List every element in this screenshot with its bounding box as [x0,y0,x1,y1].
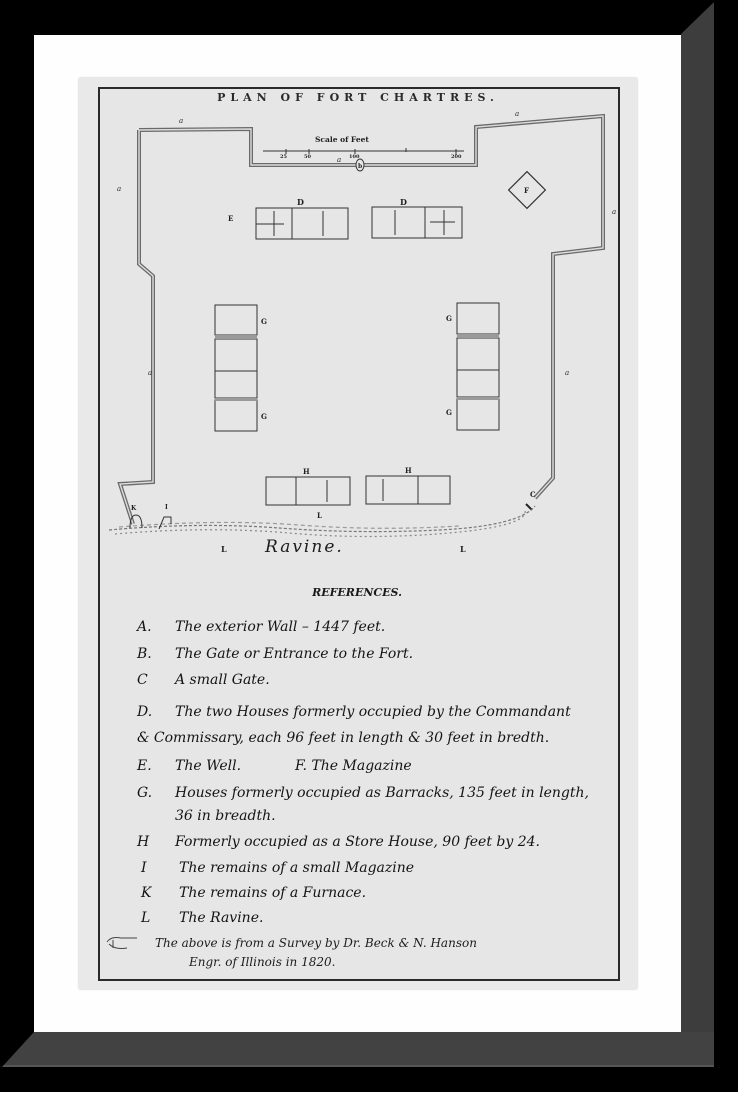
reference-item-continued: & Commissary, each 96 feet in length & 3… [137,730,550,746]
svg-text:50: 50 [304,154,311,160]
survey-note-line1: The above is from a Survey by Dr. Beck &… [155,936,477,950]
references-heading: REFERENCES. [312,586,402,599]
svg-text:L: L [317,511,322,520]
ravine-ground [108,505,536,538]
svg-text:b: b [358,163,362,170]
well-label: E [228,214,233,223]
barracks-G-left [214,304,258,432]
house-D-left [255,207,349,240]
scale-label: Scale of Feet [315,135,369,144]
svg-text:a: a [565,369,569,377]
furnace-K [129,514,143,529]
map-title: PLAN OF FORT CHARTRES. [217,91,499,104]
barracks-G-right [456,302,500,431]
wall-label: a [337,156,341,164]
svg-text:G: G [261,412,267,421]
svg-text:100: 100 [349,154,360,160]
store-house-H-right [365,475,451,505]
reference-item-continued: 36 in breadth. [175,808,276,824]
svg-text:L: L [221,544,227,554]
svg-text:F: F [524,186,529,195]
exterior-wall [117,113,605,525]
reference-item: A.The exterior Wall – 1447 feet. [137,619,386,635]
print-paper: b a Scale of Feet 25 50 100 200 a a a a [79,78,637,989]
pointing-hand-icon [106,937,137,949]
svg-text:a: a [117,185,121,193]
reference-item: E.The Well. [137,758,242,774]
ravine-caption: Ravine. [265,537,344,557]
svg-text:D: D [400,197,407,207]
ravine-labels: L L L [221,511,466,554]
barracks-G-right-passages [457,334,499,400]
wall-labels: a a a a a a [117,110,616,377]
store-house-H-left [265,476,351,506]
svg-text:200: 200 [451,154,462,160]
reference-item: B.The Gate or Entrance to the Fort. [137,646,414,662]
svg-text:H: H [303,467,310,476]
reference-item: D.The two Houses formerly occupied by th… [137,704,571,720]
barracks-G-left-passages [215,335,257,401]
svg-text:K: K [131,505,137,512]
fort-plan-drawing: b a Scale of Feet 25 50 100 200 a a a a [106,110,616,949]
svg-text:a: a [148,369,152,377]
svg-text:G: G [261,317,267,326]
svg-text:25: 25 [280,154,287,160]
svg-text:H: H [405,466,412,475]
survey-note-line2: Engr. of Illinois in 1820. [189,955,336,969]
reference-item: G.Houses formerly occupied as Barracks, … [137,785,589,801]
svg-text:a: a [179,117,183,125]
reference-item: F. The Magazine [295,758,412,774]
gate-marker [355,158,365,172]
svg-text:G: G [446,408,452,417]
svg-text:C: C [530,490,536,499]
svg-text:L: L [460,544,466,554]
frame-bevel-bottom [2,1032,714,1067]
frame-bevel-right [681,2,714,1064]
svg-text:G: G [446,314,452,323]
magazine-F: F [507,170,547,210]
small-gate-C: C [525,490,536,511]
house-D-right [371,206,463,239]
scale-bar [263,148,464,155]
print-border [98,87,620,981]
small-magazine-I [158,516,172,530]
svg-text:a: a [515,110,519,118]
mat-board: b a Scale of Feet 25 50 100 200 a a a a [34,35,681,1032]
svg-text:a: a [612,208,616,216]
svg-text:D: D [297,197,304,207]
svg-text:I: I [165,504,168,511]
